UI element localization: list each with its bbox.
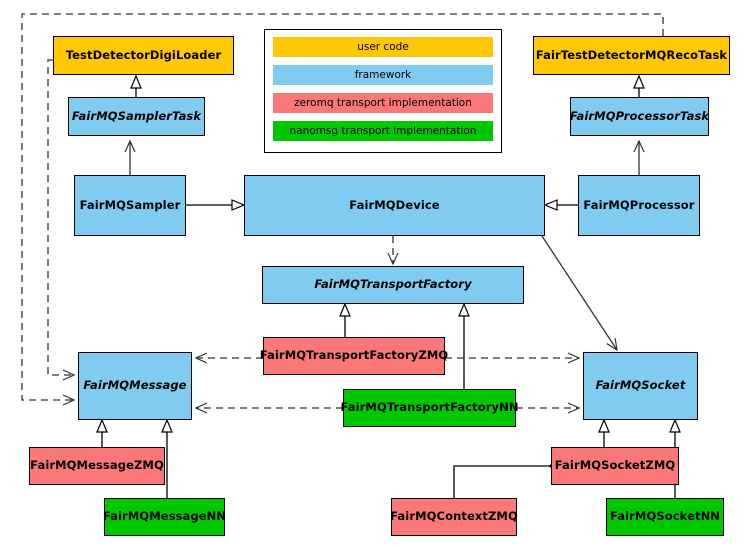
legend: user code framework zeromq transport imp… — [264, 29, 502, 153]
class-node-FairMQSampler[interactable]: FairMQSampler — [74, 175, 186, 236]
class-node-label: FairMQSocket — [595, 378, 686, 393]
class-node-FairMQProcessorTask[interactable]: FairMQProcessorTask — [570, 97, 709, 136]
class-node-FairMQSocketNN[interactable]: FairMQSocketNN — [606, 498, 724, 536]
legend-label: zeromq transport implementation — [294, 97, 472, 109]
class-node-label: FairMQSocketZMQ — [554, 458, 676, 473]
class-node-label: FairMQMessage — [83, 378, 187, 393]
legend-label: nanomsg transport implementation — [289, 125, 477, 137]
class-node-label: FairMQMessageZMQ — [30, 458, 164, 473]
class-node-FairMQTransportFactory[interactable]: FairMQTransportFactory — [262, 266, 524, 304]
legend-label: user code — [357, 41, 409, 53]
legend-item-zeromq: zeromq transport implementation — [273, 93, 493, 113]
class-node-label: FairMQMessageNN — [102, 509, 227, 524]
class-node-label: FairMQSocketNN — [609, 509, 721, 524]
class-node-label: FairMQProcessor — [583, 197, 695, 212]
class-node-FairMQMessageNN[interactable]: FairMQMessageNN — [102, 498, 227, 536]
class-node-FairMQProcessor[interactable]: FairMQProcessor — [578, 175, 700, 236]
legend-item-framework: framework — [273, 65, 493, 85]
legend-item-nanomsg: nanomsg transport implementation — [273, 121, 493, 141]
legend-item-user-code: user code — [273, 37, 493, 57]
class-node-label: FairMQProcessorTask — [569, 108, 710, 123]
class-node-label: FairMQTransportFactoryZMQ — [259, 348, 449, 363]
class-node-label: FairTestDetectorMQRecoTask — [535, 47, 728, 62]
class-node-FairMQTransportFactoryZMQ[interactable]: FairMQTransportFactoryZMQ — [260, 337, 448, 375]
class-node-FairMQMessage[interactable]: FairMQMessage — [78, 352, 192, 420]
edge-device-socket — [541, 235, 617, 350]
class-node-label: FairMQTransportFactory — [314, 277, 472, 292]
class-node-label: FairMQSampler — [79, 197, 181, 212]
class-node-FairMQSocketZMQ[interactable]: FairMQSocketZMQ — [551, 447, 679, 485]
class-node-label: FairMQDevice — [349, 197, 440, 212]
class-node-TestDetectorDigiLoader[interactable]: TestDetectorDigiLoader — [53, 36, 234, 75]
class-node-FairMQTransportFactoryNN[interactable]: FairMQTransportFactoryNN — [340, 389, 519, 427]
edge-contextzmq-socketzmq — [453, 460, 566, 498]
class-node-label: FairMQTransportFactoryNN — [340, 400, 519, 415]
class-node-FairMQSocket[interactable]: FairMQSocket — [583, 352, 698, 420]
class-node-FairMQSamplerTask[interactable]: FairMQSamplerTask — [68, 97, 205, 136]
class-node-FairMQContextZMQ[interactable]: FairMQContextZMQ — [390, 498, 518, 536]
class-node-label: FairMQSamplerTask — [71, 108, 202, 123]
class-node-FairTestDetectorMQRecoTask[interactable]: FairTestDetectorMQRecoTask — [533, 36, 730, 75]
class-node-FairMQDevice[interactable]: FairMQDevice — [244, 175, 545, 236]
legend-label: framework — [354, 69, 412, 81]
class-node-label: FairMQContextZMQ — [390, 509, 518, 524]
class-node-FairMQMessageZMQ[interactable]: FairMQMessageZMQ — [29, 447, 165, 485]
class-node-label: TestDetectorDigiLoader — [65, 47, 222, 62]
